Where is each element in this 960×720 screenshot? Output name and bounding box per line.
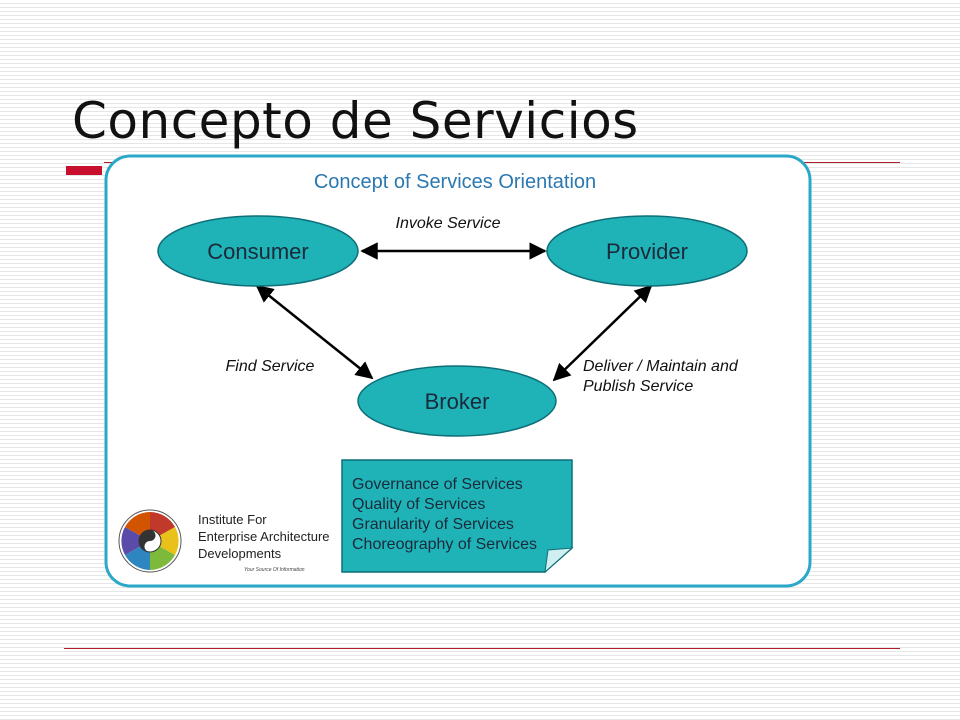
find-service-label: Find Service xyxy=(226,358,315,375)
logo-text-line2: Enterprise Architecture xyxy=(198,529,330,544)
broker-label: Broker xyxy=(425,389,490,414)
bottom-rule xyxy=(64,648,900,649)
logo-text-line3: Developments xyxy=(198,546,282,561)
broker-node: Broker xyxy=(357,365,557,437)
note-line-granularity: Granularity of Services xyxy=(352,516,514,533)
publish-service-arrow xyxy=(552,284,653,382)
diagram-title: Concept of Services Orientation xyxy=(314,171,596,193)
consumer-label: Consumer xyxy=(207,239,308,264)
logo-text-line1: Institute For xyxy=(198,512,267,527)
consumer-node: Consumer xyxy=(157,215,359,287)
logo-tagline: Your Source Of Information xyxy=(244,567,305,573)
title-accent-bar xyxy=(66,166,102,175)
note-line-quality: Quality of Services xyxy=(352,496,485,513)
find-service-arrow xyxy=(255,284,374,380)
note-line-governance: Governance of Services xyxy=(352,476,523,493)
deliver-service-label-line1: Deliver / Maintain and xyxy=(583,358,739,375)
provider-label: Provider xyxy=(606,239,688,264)
service-attributes-note: Governance of Services Quality of Servic… xyxy=(341,459,574,574)
iead-logo-icon xyxy=(118,509,182,573)
invoke-service-label: Invoke Service xyxy=(396,215,501,232)
deliver-service-label-line2: Publish Service xyxy=(583,378,693,395)
slide-title: Concepto de Servicios xyxy=(72,92,639,150)
note-line-choreography: Choreography of Services xyxy=(352,536,537,553)
provider-node: Provider xyxy=(546,215,748,287)
